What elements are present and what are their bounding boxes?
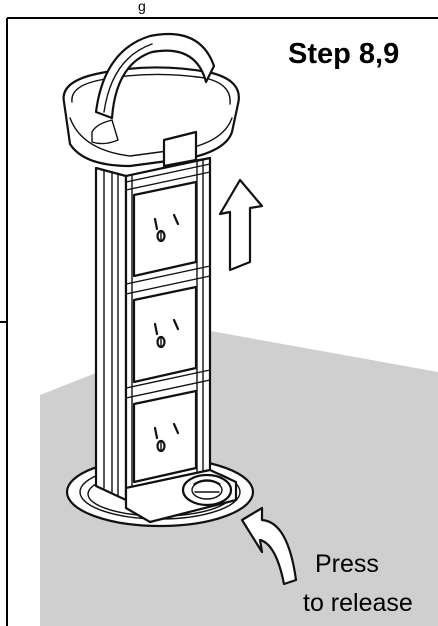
callout-press-line2: to release (303, 589, 413, 617)
pull-up-arrow (218, 178, 264, 272)
outlet-lid (62, 32, 240, 168)
press-release-arrow (240, 506, 298, 586)
callout-press-line1: Press (315, 550, 379, 578)
step-label: Step 8,9 (288, 38, 399, 70)
socket-2 (132, 285, 198, 384)
panel-separators (125, 163, 211, 399)
frame (0, 17, 438, 626)
socket-3 (132, 389, 198, 484)
release-catch (124, 468, 238, 524)
top-cropped-text: g (138, 0, 146, 14)
socket-1 (132, 180, 198, 278)
